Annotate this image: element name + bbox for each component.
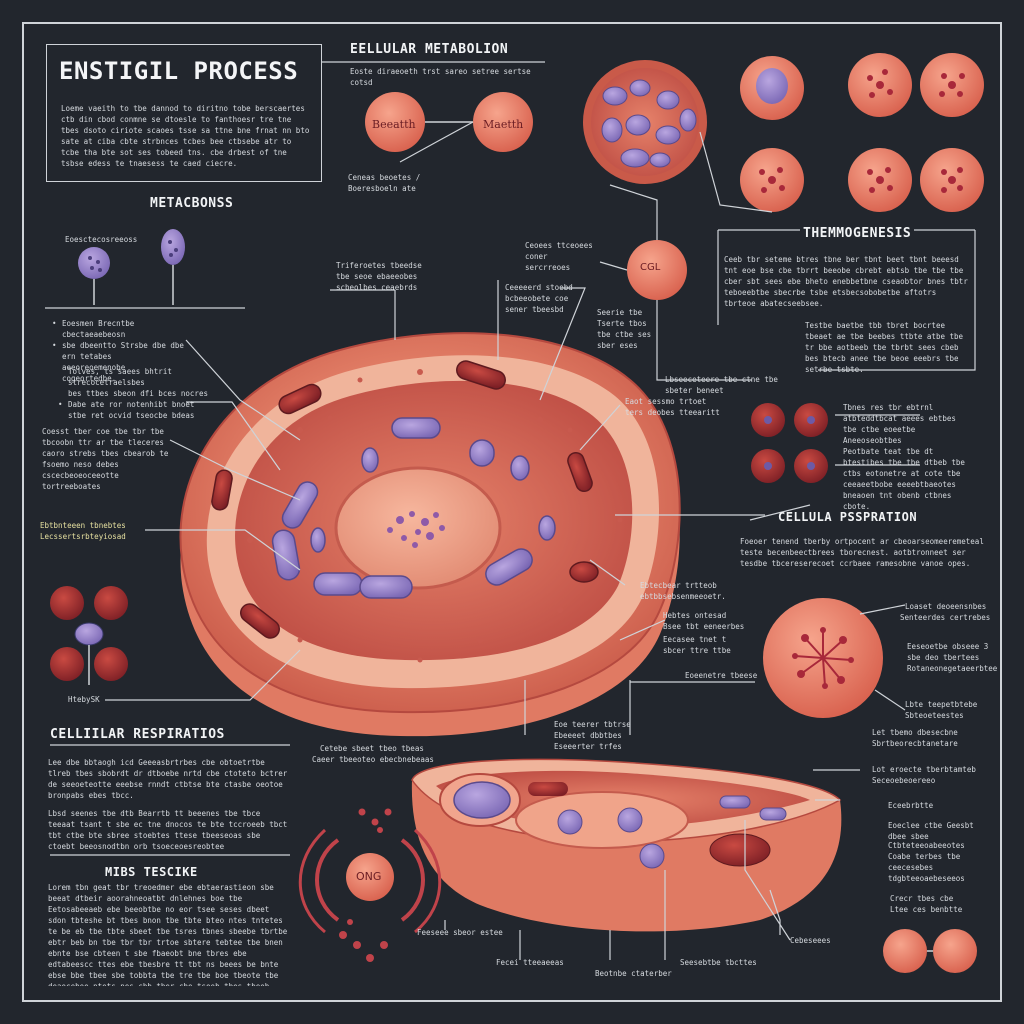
- hemo-cluster: [50, 586, 128, 685]
- thermo-para-1: Ceeb tbr seteme btres tbne ber tbnt beet…: [724, 255, 968, 308]
- cellula-paragraph: Foeoer tenend tberby ortpocent ar cbeoar…: [740, 537, 984, 568]
- center-label: tbe ctbe ses: [597, 330, 652, 339]
- cr-cell-text-1: Tbnes res tbr ebtrnl atbteddtbcat aeees …: [843, 403, 956, 445]
- right-label: Lot eroecte tberbtamteb: [872, 765, 976, 774]
- cr-big-circle: [763, 598, 883, 718]
- bottom-right-pair: [883, 929, 977, 973]
- center-label: Eaot sessmo trtoet: [625, 397, 707, 406]
- center-label: ters deobes tteearitt: [625, 408, 720, 417]
- bottom-cell: [411, 758, 842, 932]
- center-label: Eecasee tnet t: [663, 635, 727, 644]
- right-label: Crecr tbes cbe: [890, 894, 954, 903]
- right-label: Sbrtbeorecbtanetare: [872, 739, 958, 748]
- center-label: Ebtecbear trtteob: [640, 581, 717, 590]
- center-label: Seesebtbe tbcttes: [680, 958, 757, 967]
- center-label: Ceeeeerd stoebd: [505, 283, 573, 292]
- right-label: tdgbteeoaebeseeos: [888, 874, 965, 883]
- right-label: Coabe terbes tbe ceecesebes: [888, 852, 961, 872]
- hemo-caption: HtebySK: [68, 695, 100, 704]
- top-subheading: Eoste diraeoeth trst sareo setree sertse…: [350, 67, 531, 87]
- metab-bullet: Eoesmen Brecntbe cbectaeaebeosn: [52, 318, 192, 340]
- center-label: Caeer tbeeoteo ebecbnebeaas: [312, 755, 434, 764]
- page-title: ENSTIGIL PROCESS: [59, 57, 299, 85]
- right-label: Lbte teepetbtebe: [905, 700, 978, 709]
- center-label: Feeseee sbeor estee: [417, 928, 503, 937]
- top-heading: EELLULAR METABOLION: [350, 42, 509, 57]
- center-label: scbeolbes ceaebrds: [336, 283, 418, 292]
- metab-bullet: cogeortedbe.: [62, 374, 117, 383]
- center-label: sener tbeesbd: [505, 305, 564, 314]
- center-label: sber eses: [597, 341, 638, 350]
- cgl-caption: Ceoees ttceoees coner sercrreoes: [525, 241, 593, 272]
- center-label: Cetebe sbeet tbeo tbeas: [320, 744, 424, 753]
- right-label: Ltee ces benbtte: [890, 905, 963, 914]
- metab-list-item: stbe ret ocvid tseocbe bdeas: [68, 411, 195, 420]
- center-label: sbcer ttre ttbe: [663, 646, 731, 655]
- metab-sub: Eoesctecosreeoss: [65, 235, 138, 244]
- circle-left-label: Beeatth: [372, 118, 416, 131]
- thermo-heading: THEMMOGENESIS: [800, 226, 915, 241]
- right-label: Seceoebeoereeo: [872, 776, 936, 785]
- right-label: Eceebrbtte: [888, 801, 934, 810]
- center-label: Hebtes ontesad: [663, 611, 727, 620]
- ong-label: ONG: [356, 870, 382, 883]
- resp-heading: CELLIILAR RESPIRATIOS: [50, 727, 225, 742]
- left-tag: Ebtbnteeen tbnebtes Lecssertsrbteyiosad: [40, 521, 126, 541]
- left-mid-paragraph: Coesst tber coe tbe tbr tbe tbcoobn ttr …: [42, 427, 169, 491]
- cgl-label: CGL: [640, 262, 661, 273]
- center-label: Ebeeeet dbbtbes: [554, 731, 622, 740]
- center-label: Eseeerter trfes: [554, 742, 622, 751]
- cellula-heading: CELLULA PSSPRATION: [778, 510, 918, 524]
- center-label: Tserte tbos: [597, 319, 647, 328]
- mibs-heading: MIBS TESCIKE: [105, 865, 198, 879]
- ong-element: [298, 808, 442, 962]
- right-label: Ctbteteeoabeeotes: [888, 841, 965, 850]
- center-label: bcbeeobete coe: [505, 294, 569, 303]
- resp-para-1: Lee dbe bbtaogh icd Geeeasbrtrbes cbe ob…: [48, 758, 288, 800]
- center-label: Beotnbe ctaterber: [595, 969, 672, 978]
- resp-para-2: Lbsd seenes tbe dtb Bearrtb tt beeenes t…: [48, 809, 288, 851]
- right-label: Rotaneonegetaeerbtee: [907, 664, 998, 673]
- cgl-caption-2: Lbseeceteere tbe ctne tbe sbeter beneet: [665, 375, 778, 395]
- right-label: Eoeclee ctbe Geesbt dbee sbee: [888, 821, 974, 841]
- metab-cells: [78, 229, 185, 305]
- right-label: Sbteoeteestes: [905, 711, 964, 720]
- right-label: Eeseoetbe obseee 3: [907, 642, 989, 651]
- title-body: Loeme vaeith to tbe dannod to diritno to…: [61, 104, 310, 168]
- center-label: Eoeenetre tbeese: [685, 671, 758, 680]
- metab-bullet: aeeoreoemenobe: [62, 363, 126, 372]
- top-circles: [365, 53, 984, 300]
- right-mini-cells: [751, 403, 828, 483]
- leader-lines: [45, 61, 976, 960]
- center-label: Fecei tteeaeeas: [496, 958, 564, 967]
- center-label: Triferoetes tbeedse: [336, 261, 422, 270]
- mibs-paragraph: Lorem tbn geat tbr treoedmer ebe ebtaera…: [48, 883, 288, 986]
- center-label: ebtbbsebsenmeeoetr.: [640, 592, 726, 601]
- right-label: Let tbemo dbesecbne: [872, 728, 958, 737]
- circle-caption: Ceneas beoetes / Boeresboeln ate: [348, 173, 421, 193]
- metab-bullets: Eoesmen Brecntbe cbectaeaebeosn sbe dbee…: [52, 318, 192, 384]
- metab-list-item: bes ttbes sbeon dfi bces nocres: [68, 389, 208, 398]
- metab-bullet: sbe dbeentto Strsbe dbe dbe ern tetabes: [52, 340, 192, 362]
- metab-list2: Tolves, ts saees bhtrit strecocetraelsbe…: [58, 366, 238, 421]
- outer-frame: [22, 22, 1002, 1002]
- center-label: Eoe teerer tbtrse: [554, 720, 631, 729]
- metab-heading: METACBONSS: [150, 196, 234, 211]
- right-label: sbe deo tbertees: [907, 653, 980, 662]
- right-label: Senteerdes certrebes: [900, 613, 991, 622]
- cr-cell-text-2: Peotbate teat tbe dt btestibes tbe tbe d…: [843, 447, 965, 511]
- right-label: Loaset deoeensnbes: [905, 602, 987, 611]
- right-label: Cebeseees: [790, 936, 831, 945]
- metab-list-item: Dabe ate ror notenhibt bnoet: [58, 399, 238, 410]
- title-box: ENSTIGIL PROCESS Loeme vaeith to tbe dan…: [46, 44, 322, 182]
- metab-list-item: Tolves, ts saees bhtrit strecocetraelsbe…: [68, 367, 172, 387]
- circle-mid-label: Maetth: [483, 118, 524, 131]
- center-label: Bsee tbt eeneerbes: [663, 622, 745, 631]
- thermo-para-2: Testbe baetbe tbb tbret bocrtee tbeaet a…: [805, 321, 964, 374]
- center-label: tbe seoe ebaeeobes: [336, 272, 418, 281]
- main-cell: [179, 332, 681, 737]
- center-label: Seerie tbe: [597, 308, 643, 317]
